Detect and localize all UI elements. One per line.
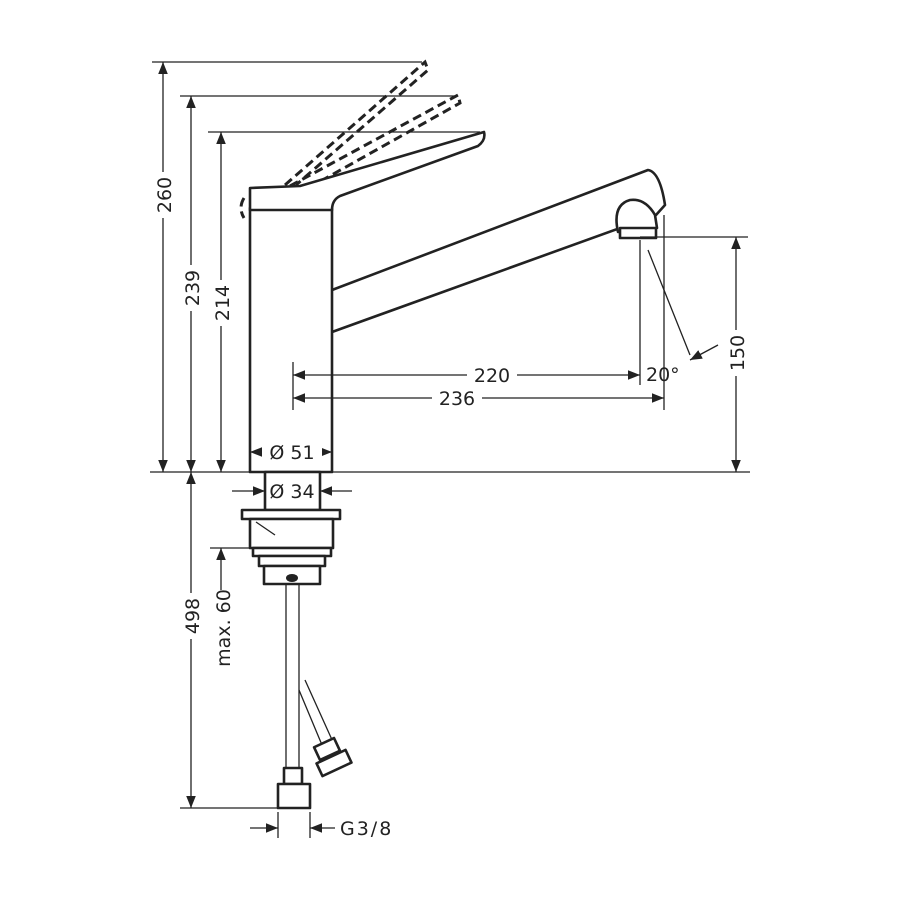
max-60-label: max. 60 [213, 589, 235, 667]
dim-150-label: 150 [727, 335, 749, 371]
extension-lines [150, 61, 750, 838]
faucet-body [248, 130, 667, 474]
dim-220-label: 220 [474, 365, 510, 387]
lever-alt-positions [239, 59, 462, 219]
body-diameter-label: Ø 51 [269, 442, 314, 464]
dim-239-label: 239 [182, 270, 204, 306]
dim-498-label: 498 [182, 598, 204, 634]
shank-diameter-label: Ø 34 [269, 481, 314, 503]
thread-g38-label: G3/8 [340, 818, 393, 840]
dim-260-label: 260 [154, 177, 176, 213]
angle-20-label: 20° [646, 364, 680, 386]
supply-hoses [276, 584, 353, 810]
dim-214-label: 214 [212, 285, 234, 321]
dim-236-label: 236 [439, 388, 475, 410]
mounting-assembly [240, 470, 342, 586]
